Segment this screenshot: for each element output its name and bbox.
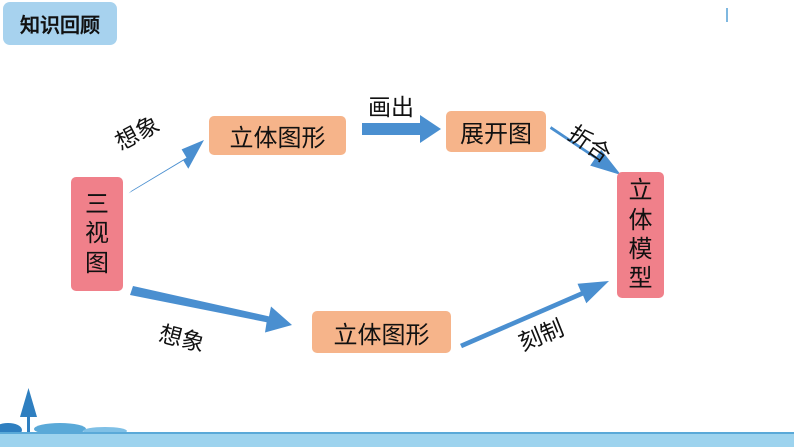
arrow-imagine-bottom [130, 286, 292, 333]
solid-model-char: 模 [628, 235, 653, 263]
arrow-fold [549, 126, 621, 175]
footer-band [0, 432, 794, 447]
solid-figure-top-box: 立体图形 [209, 116, 346, 155]
arrow-draw-out [362, 115, 441, 143]
three-view-char: 三 [85, 190, 109, 219]
three-view-char: 视 [85, 219, 109, 248]
footer-line [0, 432, 794, 434]
decorative-divider [726, 8, 728, 22]
unfolded-net-label: 展开图 [460, 120, 532, 148]
solid-model-char: 型 [628, 264, 653, 293]
three-view-box: 三 视 图 [71, 177, 123, 291]
solid-model-char: 立 [628, 176, 653, 205]
edge-label-draw-out: 画出 [368, 95, 414, 121]
three-view-char: 图 [85, 248, 109, 277]
arrow-carve [460, 281, 609, 349]
solid-figure-bottom-box: 立体图形 [312, 311, 451, 353]
solid-model-char: 体 [628, 205, 653, 234]
arrow-imagine-top [128, 140, 204, 194]
solid-figure-bottom-label: 立体图形 [333, 320, 430, 349]
solid-model-box: 立 体 模 型 [617, 172, 664, 298]
solid-figure-top-label: 立体图形 [229, 124, 326, 152]
section-title: 知识回顾 [3, 2, 117, 45]
unfolded-net-box: 展开图 [446, 111, 546, 152]
footer-scenery-decoration [0, 388, 127, 435]
